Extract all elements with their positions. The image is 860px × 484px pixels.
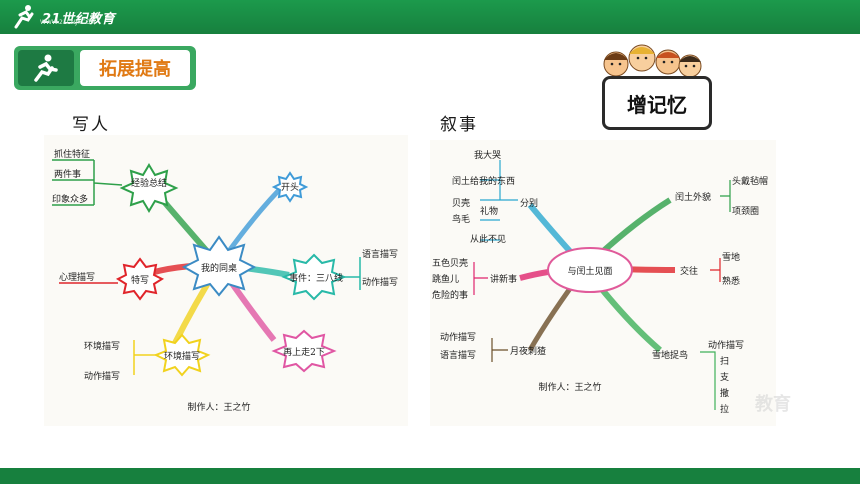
left-node-language: 语言描写 [362, 248, 398, 260]
right-node-never-seen: 从此不见 [470, 233, 506, 245]
left-node-ending: 再上走2下 [283, 347, 325, 358]
right-node-catch-birds: 雪地捉鸟 [652, 349, 688, 361]
memory-card-label: 增记忆 [627, 92, 687, 117]
running-person-icon [34, 54, 58, 82]
right-center-node: 与闰土见面 [567, 265, 612, 277]
left-node-event: 事件：三八线 [289, 272, 343, 284]
section-tag: 拓展提高 [14, 46, 196, 90]
left-node-two-things: 两件事 [54, 168, 81, 180]
section-tag-icon-box [18, 50, 74, 86]
section-label-box: 拓展提高 [80, 50, 190, 86]
watermark: 教育 [755, 394, 791, 415]
right-node-interaction: 交往 [680, 265, 698, 277]
right-node-feather: 鸟毛 [452, 213, 470, 225]
right-node-action-c: 动作描写 [440, 331, 476, 343]
left-node-feature: 抓住特征 [54, 148, 90, 160]
kids-illustration-icon [603, 44, 702, 78]
left-node-summary: 经验总结 [131, 177, 167, 189]
right-node-action-d: 动作描写 [708, 339, 744, 351]
right-node-language-c: 语言描写 [440, 349, 476, 361]
left-heading: 写人 [72, 115, 110, 135]
right-mind-map: 与闰土见面 分别 我大哭 闰土给我的东西 贝壳 鸟毛 礼物 从此不见 讲新事 五… [430, 140, 776, 426]
right-node-gift: 礼物 [480, 205, 498, 217]
right-node-appearance: 闰土外貌 [675, 191, 711, 203]
brand-name: 21世纪教育 [42, 11, 116, 27]
left-mind-map-drawing: 我的同桌 经验总结 抓住特征 两件事 印象众多 特写 心理描写 环境描写 环境描… [52, 148, 398, 413]
left-node-opening: 开头 [281, 182, 299, 193]
right-mind-map-drawing: 与闰土见面 分别 我大哭 闰土给我的东西 贝壳 鸟毛 礼物 从此不见 讲新事 五… [432, 149, 768, 415]
right-node-pull: 拉 [720, 403, 729, 415]
left-center-node: 我的同桌 [201, 262, 237, 274]
right-node-fish: 跳鱼儿 [432, 273, 459, 285]
left-node-impression: 印象众多 [52, 193, 88, 205]
right-node-familiar: 熟悉 [722, 275, 740, 287]
left-node-closeup: 特写 [131, 274, 149, 286]
right-node-scatter: 撒 [720, 387, 729, 399]
memory-card-box: 增记忆 [602, 76, 712, 130]
left-node-action-a: 动作描写 [84, 370, 120, 382]
right-node-shells: 五色贝壳 [432, 257, 468, 269]
bottom-banner [0, 468, 860, 484]
runner-logo-icon [14, 5, 34, 29]
right-node-gift-from: 闰土给我的东西 [452, 175, 515, 187]
right-node-cry: 我大哭 [474, 149, 501, 161]
right-node-collar: 项颈圈 [732, 206, 759, 217]
right-author: 制作人：王之竹 [538, 381, 601, 393]
left-node-action-b: 动作描写 [362, 276, 398, 288]
right-node-sweep: 扫 [720, 355, 729, 367]
left-mind-map: 我的同桌 经验总结 抓住特征 两件事 印象众多 特写 心理描写 环境描写 环境描… [44, 135, 408, 426]
right-node-hat: 头戴毡帽 [732, 175, 768, 187]
right-node-danger: 危险的事 [432, 289, 468, 301]
right-node-snow: 雪地 [722, 251, 740, 263]
right-node-moon: 月夜刺猹 [510, 345, 546, 357]
right-node-new-things: 讲新事 [490, 273, 517, 285]
left-node-psychology: 心理描写 [59, 271, 95, 283]
right-heading: 叙事 [440, 115, 478, 135]
left-node-environment-a: 环境描写 [164, 350, 200, 362]
left-author: 制作人：王之竹 [187, 401, 250, 413]
brand-url: WWW.21CNJY.COM [40, 19, 96, 26]
left-node-environment-b: 环境描写 [84, 340, 120, 352]
memory-card: 增记忆 [590, 42, 718, 130]
right-node-prop: 支 [720, 371, 729, 383]
right-node-shell: 贝壳 [452, 197, 470, 209]
top-banner: 21世纪教育 WWW.21CNJY.COM [0, 0, 860, 34]
section-title: 拓展提高 [99, 59, 171, 80]
right-node-farewell: 分别 [520, 198, 538, 209]
brand-logo[interactable]: 21世纪教育 [10, 2, 140, 32]
